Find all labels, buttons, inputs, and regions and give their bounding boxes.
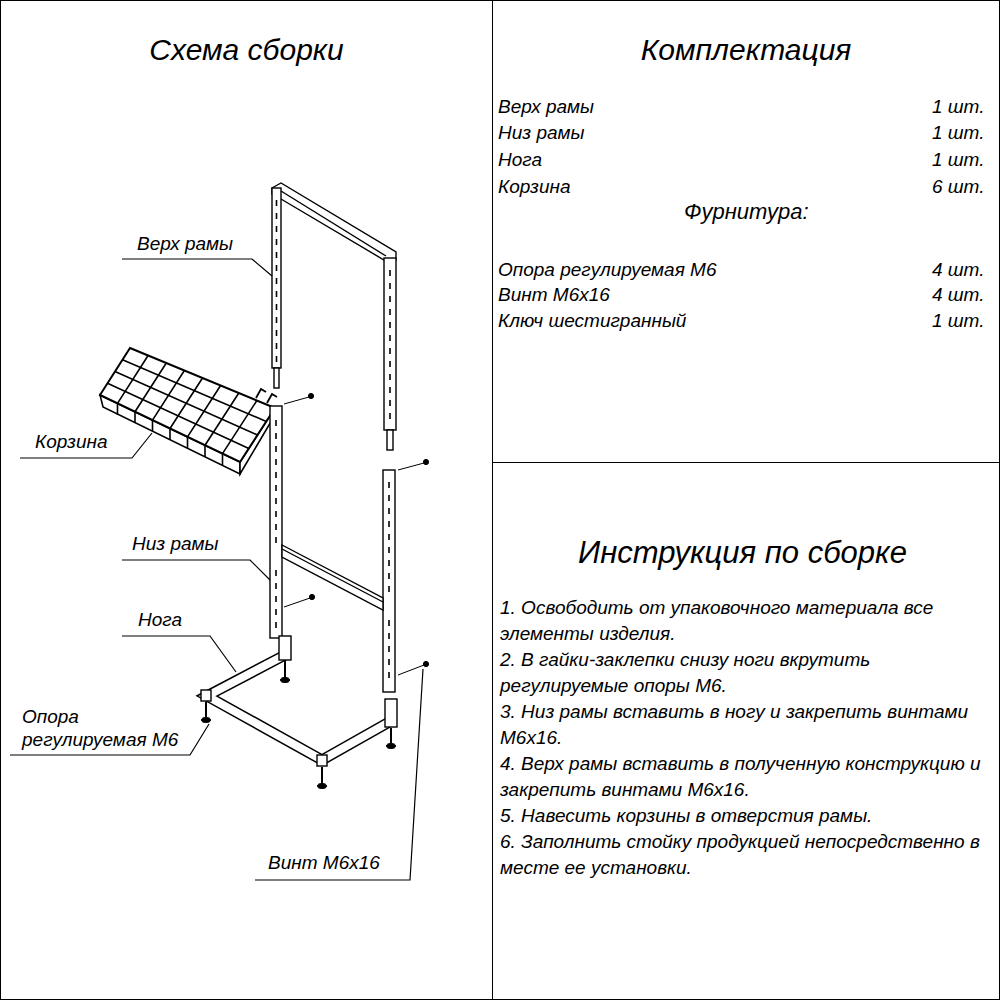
- callout-label: Верх рамы: [137, 232, 233, 256]
- part-name: Винт М6х16: [498, 283, 610, 307]
- quantity: 6 шт.: [932, 175, 985, 199]
- screw-head: [309, 594, 314, 599]
- basket: [100, 348, 277, 474]
- frame-pin: [387, 430, 393, 450]
- frame-bar: [272, 183, 396, 260]
- panel: Комплектация: [492, 0, 1000, 463]
- instruction-step: 4. Верх рамы вставить в полученную конст…: [500, 751, 985, 803]
- frame-crossbar: [282, 545, 383, 610]
- basket-hooks: [256, 389, 277, 403]
- frame-post: [272, 188, 281, 368]
- part-name: Опора регулируемая М6: [498, 258, 717, 282]
- callout-label: Нога: [138, 608, 182, 632]
- panel-heading: Комплектация: [493, 31, 999, 69]
- basket-wires: [118, 403, 223, 465]
- instruction-step: 2. В гайки-заклепки снизу ноги вкрутить …: [500, 647, 985, 699]
- instruction-step: 5. Навесить корзины в отверстия рамы.: [500, 803, 985, 829]
- part-name: Низ рамы: [498, 121, 585, 145]
- frame-holes: [275, 420, 277, 628]
- instruction-step: 1. Освободить от упаковочного материала …: [500, 595, 985, 647]
- instruction-step: 3. Низ рамы вставить в ногу и закрепить …: [500, 699, 985, 751]
- panel: Схема сборки: [0, 0, 493, 1000]
- frame-post: [383, 470, 395, 692]
- screw-head: [423, 661, 428, 666]
- leg-bar-fill: [207, 655, 391, 760]
- quantity: 1 шт.: [932, 95, 985, 119]
- frame-post: [270, 406, 282, 638]
- foot-disc: [202, 718, 211, 723]
- foot-stem: [321, 767, 323, 784]
- frame-edge: [281, 191, 386, 256]
- leg: [201, 636, 397, 766]
- quantity: 1 шт.: [932, 148, 985, 172]
- frame-holes: [389, 270, 391, 419]
- frame-holes: [388, 482, 390, 678]
- foot-disc: [387, 744, 396, 749]
- quantity: 4 шт.: [932, 283, 985, 307]
- frame-top: [272, 183, 396, 450]
- leg-bar-outline: [207, 655, 391, 760]
- frame-pin: [274, 368, 279, 388]
- frame-edge: [282, 549, 383, 602]
- screw-head: [423, 459, 428, 464]
- part-name: Верх рамы: [498, 95, 594, 119]
- foot-stem: [284, 661, 286, 678]
- foot-stem: [390, 728, 392, 744]
- section-heading: Фурнитура:: [684, 200, 809, 224]
- callout-label: Винт М6х16: [268, 851, 380, 875]
- foot-disc: [281, 678, 290, 683]
- screw: [284, 397, 309, 404]
- basket-wires: [108, 360, 267, 449]
- leader-line: [255, 669, 423, 880]
- screw: [398, 665, 424, 675]
- quantity: 1 шт.: [932, 309, 985, 333]
- leader-lines: [10, 259, 423, 880]
- quantity: 1 шт.: [932, 121, 985, 145]
- leader-line: [122, 636, 236, 672]
- leader-line: [122, 560, 270, 580]
- instruction-step: 6. Заполнить стойку продукцией непосредс…: [500, 829, 985, 881]
- screw: [398, 463, 424, 470]
- leader-line: [122, 259, 272, 276]
- callout-label: Опора регулируемая М6: [22, 705, 192, 751]
- leg-end: [201, 690, 211, 701]
- leg-socket: [279, 636, 291, 660]
- frame-holes: [276, 200, 278, 362]
- feet: [202, 661, 396, 789]
- part-name: Нога: [498, 148, 542, 172]
- screw: [284, 598, 310, 607]
- panel-heading: Схема сборки: [1, 31, 492, 69]
- callout-label: Корзина: [35, 430, 108, 454]
- callout-label: Низ рамы: [132, 532, 219, 556]
- foot-disc: [318, 784, 327, 789]
- foot-stem: [205, 702, 207, 718]
- frame-post: [384, 258, 396, 430]
- part-name: Корзина: [498, 175, 571, 199]
- part-name: Ключ шестигранный: [498, 309, 686, 333]
- screws: [284, 393, 429, 675]
- panel-heading: Инструкция по сборке: [500, 533, 985, 573]
- leg-end: [317, 755, 327, 766]
- frame-bottom: [270, 406, 395, 692]
- panel: Инструкция по сборке 1. Освободить от упа…: [492, 462, 1000, 1000]
- leg-socket: [385, 699, 397, 727]
- screw-head: [308, 393, 313, 398]
- quantity: 4 шт.: [932, 258, 985, 282]
